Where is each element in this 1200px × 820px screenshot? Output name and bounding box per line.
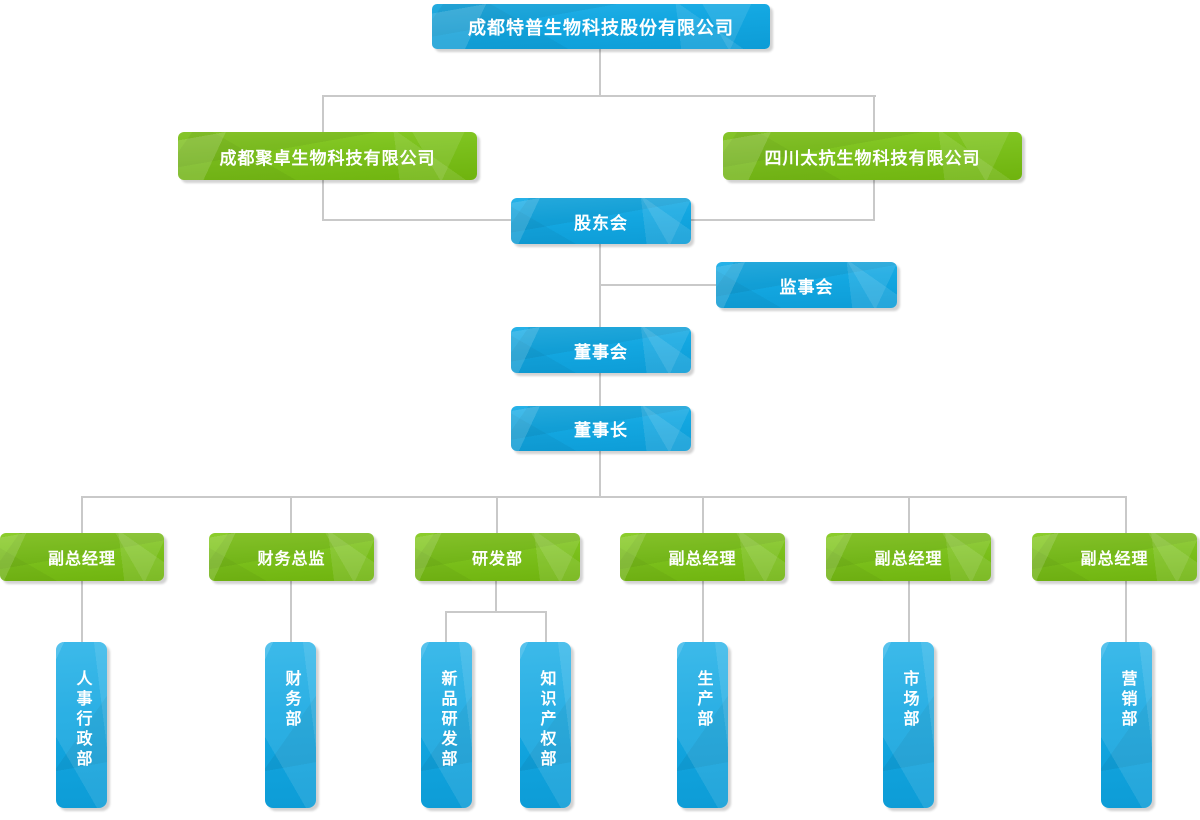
connector-line: [545, 611, 547, 642]
connector-line: [81, 496, 83, 533]
connector-line: [599, 48, 601, 96]
node-label: 监事会: [779, 277, 834, 297]
node-label: 成都聚卓生物科技有限公司: [219, 148, 436, 168]
node-deputy-gm-4: 副总经理: [1032, 533, 1197, 581]
node-label: 市场部: [900, 670, 918, 730]
node-supervisory-board: 监事会: [716, 262, 897, 308]
node-label: 财务总监: [257, 551, 326, 568]
connector-line: [496, 496, 498, 533]
node-label: 董事会: [574, 342, 628, 362]
connector-line: [702, 496, 704, 533]
node-subsidiary-taikang: 四川太抗生物科技有限公司: [723, 132, 1022, 180]
node-label: 财务部: [282, 670, 300, 730]
connector-line: [445, 611, 447, 642]
connector-line: [81, 581, 83, 642]
node-label: 副总经理: [874, 551, 943, 568]
node-hr-admin-dept: 人事行政部: [56, 642, 107, 808]
node-deputy-gm-1: 副总经理: [0, 533, 164, 581]
node-rnd-dept: 研发部: [415, 533, 580, 581]
node-deputy-gm-3: 副总经理: [826, 533, 991, 581]
connector-line: [290, 496, 292, 533]
node-finance-director: 财务总监: [209, 533, 374, 581]
node-label: 生产部: [694, 670, 712, 730]
node-label: 知识产权部: [537, 670, 555, 770]
connector-line: [290, 581, 292, 642]
node-label: 副总经理: [47, 551, 116, 568]
node-deputy-gm-2: 副总经理: [620, 533, 785, 581]
connector-line: [908, 581, 910, 642]
node-label: 四川太抗生物科技有限公司: [764, 148, 981, 168]
node-label: 成都特普生物科技股份有限公司: [468, 17, 734, 38]
connector-line: [495, 581, 497, 612]
node-parent-company: 成都特普生物科技股份有限公司: [432, 4, 770, 49]
connector-line: [600, 284, 716, 286]
connector-line: [1125, 581, 1127, 642]
connector-line: [322, 180, 324, 221]
node-label: 研发部: [471, 551, 523, 568]
node-label: 董事长: [574, 421, 628, 440]
connector-line: [691, 219, 875, 221]
node-label: 新品研发部: [438, 670, 456, 770]
node-finance-dept: 财务部: [265, 642, 316, 808]
node-label: 人事行政部: [73, 670, 91, 770]
connector-line: [873, 180, 875, 221]
node-label: 股东会: [574, 213, 628, 233]
node-new-product-rnd-dept: 新品研发部: [421, 642, 472, 808]
node-sales-dept: 营销部: [1101, 642, 1152, 808]
connector-line: [322, 95, 876, 97]
connector-line: [322, 95, 324, 132]
connector-line: [702, 581, 704, 642]
node-chairman: 董事长: [511, 406, 691, 451]
node-market-dept: 市场部: [883, 642, 934, 808]
connector-line: [81, 496, 1127, 498]
connector-line: [1125, 496, 1127, 533]
node-label: 副总经理: [668, 551, 737, 568]
node-label: 营销部: [1118, 670, 1136, 730]
node-production-dept: 生产部: [677, 642, 728, 808]
node-subsidiary-juzhuo: 成都聚卓生物科技有限公司: [178, 132, 477, 180]
node-board-of-directors: 董事会: [511, 327, 691, 373]
connector-line: [599, 373, 601, 406]
node-intellectual-property-dept: 知识产权部: [520, 642, 571, 808]
node-label: 副总经理: [1080, 551, 1149, 568]
connector-line: [873, 95, 875, 132]
connector-line: [445, 611, 547, 613]
connector-line: [599, 451, 601, 497]
connector-line: [322, 219, 511, 221]
node-shareholders-meeting: 股东会: [511, 198, 691, 244]
connector-line: [908, 496, 910, 533]
